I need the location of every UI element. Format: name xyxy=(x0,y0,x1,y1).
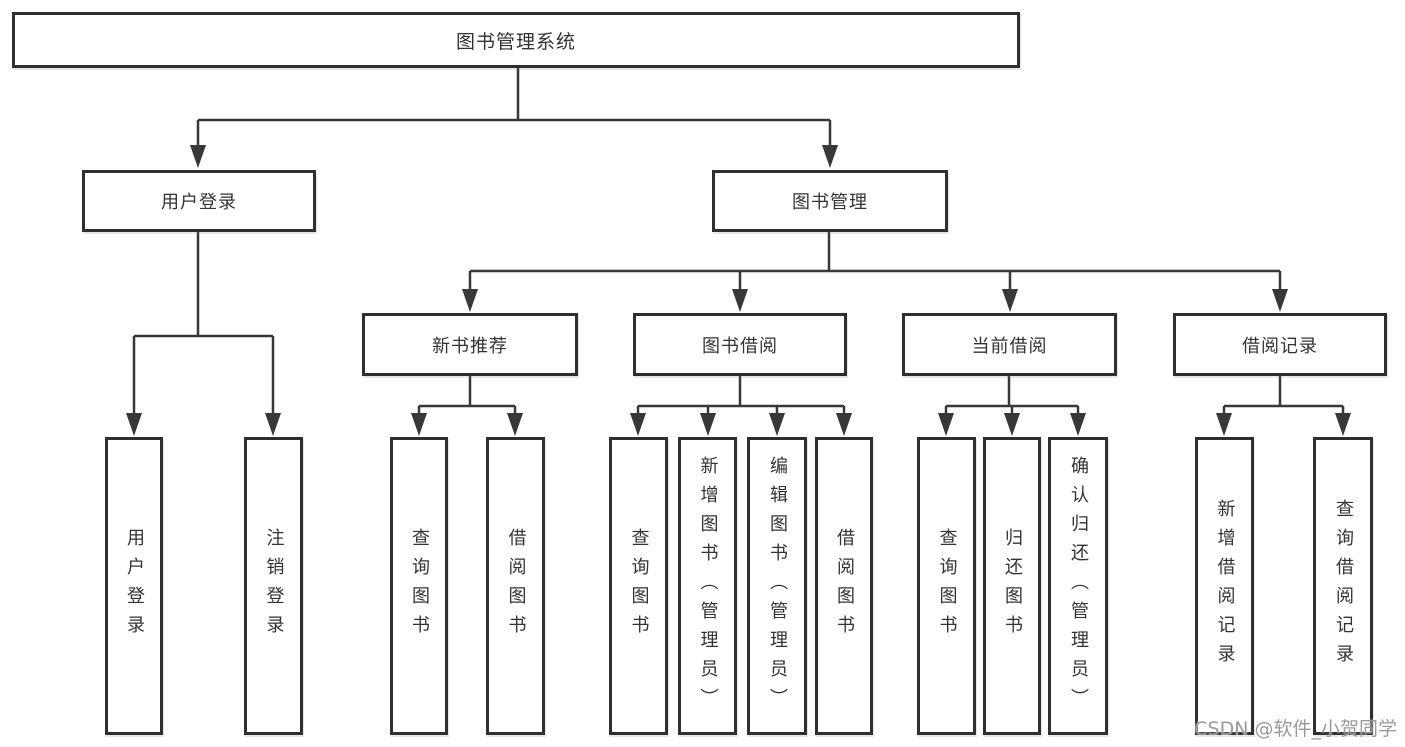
node-leaf-query-books-a: 查询图书 xyxy=(390,437,448,735)
node-book-borrowing-label: 图书借阅 xyxy=(702,335,778,357)
node-leaf-return-books: 归还图书 xyxy=(983,437,1041,735)
node-leaf-borrow-books-a: 借阅图书 xyxy=(486,437,545,735)
node-leaf-user-login: 用户登录 xyxy=(105,437,163,735)
node-leaf-edit-books-admin-label: 编辑图书（管理员） xyxy=(767,455,788,717)
node-user-login-label: 用户登录 xyxy=(161,192,237,213)
node-leaf-query-borrow-record: 查询借阅记录 xyxy=(1313,437,1373,735)
node-leaf-query-books-c: 查询图书 xyxy=(917,437,976,735)
node-borrowing-records: 借阅记录 xyxy=(1173,313,1387,376)
node-leaf-query-borrow-record-label: 查询借阅记录 xyxy=(1333,499,1354,673)
node-leaf-borrow-books-b: 借阅图书 xyxy=(815,437,873,735)
node-leaf-logout: 注销登录 xyxy=(244,437,303,735)
node-leaf-borrow-books-a-label: 借阅图书 xyxy=(505,528,527,644)
node-leaf-borrow-books-b-label: 借阅图书 xyxy=(834,528,855,644)
node-leaf-logout-label: 注销登录 xyxy=(263,528,285,644)
node-leaf-return-books-label: 归还图书 xyxy=(1002,528,1023,644)
arrowheads xyxy=(126,145,1351,436)
node-book-management: 图书管理 xyxy=(712,170,948,232)
node-leaf-add-books-admin: 新增图书（管理员） xyxy=(678,437,737,735)
node-leaf-add-borrow-record-label: 新增借阅记录 xyxy=(1214,499,1236,673)
node-leaf-query-books-b: 查询图书 xyxy=(609,437,668,735)
node-user-login: 用户登录 xyxy=(82,170,316,232)
node-leaf-query-books-b-label: 查询图书 xyxy=(628,528,650,644)
node-leaf-query-books-a-label: 查询图书 xyxy=(409,528,430,644)
node-current-borrowing-label: 当前借阅 xyxy=(971,335,1048,357)
node-leaf-confirm-return-admin-label: 确认归还（管理员） xyxy=(1068,455,1089,717)
node-current-borrowing: 当前借阅 xyxy=(902,313,1117,376)
node-new-book-recommend-label: 新书推荐 xyxy=(432,335,508,357)
node-leaf-query-books-c-label: 查询图书 xyxy=(936,528,958,644)
node-leaf-add-borrow-record: 新增借阅记录 xyxy=(1195,437,1254,735)
node-leaf-confirm-return-admin: 确认归还（管理员） xyxy=(1048,437,1108,735)
watermark: CSDN @软件_小贺同学 xyxy=(1194,718,1397,740)
node-leaf-user-login-label: 用户登录 xyxy=(124,528,145,644)
node-leaf-add-books-admin-label: 新增图书（管理员） xyxy=(697,455,719,717)
node-leaf-edit-books-admin: 编辑图书（管理员） xyxy=(747,437,807,735)
node-root: 图书管理系统 xyxy=(12,12,1020,68)
node-root-label: 图书管理系统 xyxy=(455,30,576,53)
node-new-book-recommend: 新书推荐 xyxy=(362,313,578,376)
node-borrowing-records-label: 借阅记录 xyxy=(1242,335,1318,357)
node-book-management-label: 图书管理 xyxy=(792,192,868,213)
node-book-borrowing: 图书借阅 xyxy=(633,313,847,376)
